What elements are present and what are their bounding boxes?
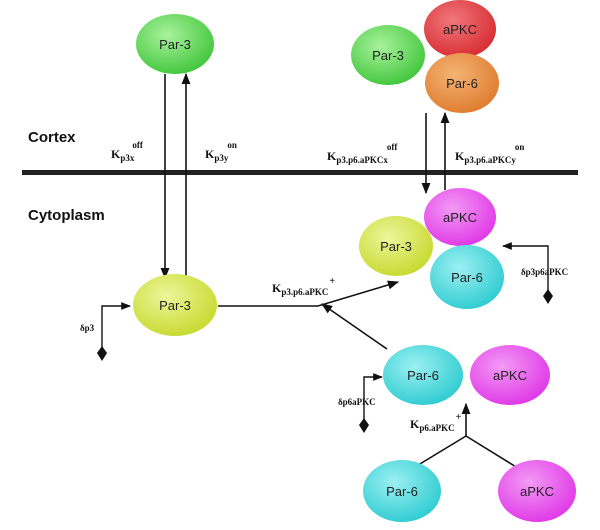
rate-k-complex-plus: Kp3.p6.aPKC+: [272, 276, 335, 297]
cortex-label: Cortex: [28, 129, 76, 146]
degradation-dp6apkc-icon: [359, 418, 369, 433]
svg-text:aPKC: aPKC: [443, 22, 477, 37]
node-pair-par6: Par-6: [383, 345, 463, 405]
rate-k-complex-x-off: Kp3.p6.aPKCxoff: [327, 142, 398, 165]
cytoplasm-label: Cytoplasm: [28, 207, 105, 224]
svg-text:aPKC: aPKC: [520, 484, 554, 499]
svg-text:Par-3: Par-3: [372, 48, 404, 63]
membrane-line: [22, 170, 578, 175]
node-bottom-apkc: aPKC: [498, 460, 576, 522]
degradation-dp3-path: [101, 302, 131, 352]
label-dp6apkc: δp6aPKC: [338, 397, 376, 407]
degradation-dp3p6apkc-icon: [543, 289, 553, 304]
svg-text:aPKC: aPKC: [443, 210, 477, 225]
node-complex-mid-par3: Par-3: [359, 216, 433, 276]
svg-text:Par-6: Par-6: [386, 484, 418, 499]
rate-k-p6apkc-plus: Kp6.aPKC+: [410, 412, 462, 433]
degradation-dp3-icon: [97, 346, 107, 361]
svg-text:Par-6: Par-6: [451, 270, 483, 285]
svg-text:Par-6: Par-6: [446, 76, 478, 91]
node-complex-top-par6: Par-6: [425, 53, 499, 113]
node-cyto-par3: Par-3: [133, 274, 217, 336]
arrow-pair-to-complex: [321, 303, 388, 350]
node-pair-apkc: aPKC: [470, 345, 550, 405]
rate-k-p3x-off: Kp3xoff: [111, 140, 144, 163]
svg-text:Par-3: Par-3: [380, 239, 412, 254]
degradation-dp6apkc-path: [363, 373, 383, 422]
svg-text:Par-3: Par-3: [159, 298, 191, 313]
svg-text:Par-3: Par-3: [159, 37, 191, 52]
node-complex-mid-apkc: aPKC: [424, 188, 496, 246]
node-cortex-par3: Par-3: [136, 14, 214, 74]
node-complex-top-par3: Par-3: [351, 25, 425, 85]
node-complex-top-apkc: aPKC: [424, 0, 496, 58]
svg-text:Par-6: Par-6: [407, 368, 439, 383]
node-bottom-par6: Par-6: [363, 460, 441, 522]
label-dp3p6apkc: δp3p6aPKC: [521, 267, 568, 277]
label-dp3: δp3: [80, 323, 95, 333]
rate-k-p3y-on: Kp3yon: [205, 140, 237, 163]
node-complex-mid-par6: Par-6: [430, 245, 504, 309]
rate-k-complex-y-on: Kp3.p6.aPKCyon: [455, 142, 524, 165]
arrow-bottom-apkc: [465, 435, 522, 471]
degradation-dp3p6apkc-path: [502, 242, 549, 294]
svg-text:aPKC: aPKC: [493, 368, 527, 383]
arrow-complex-formation: [218, 280, 400, 307]
